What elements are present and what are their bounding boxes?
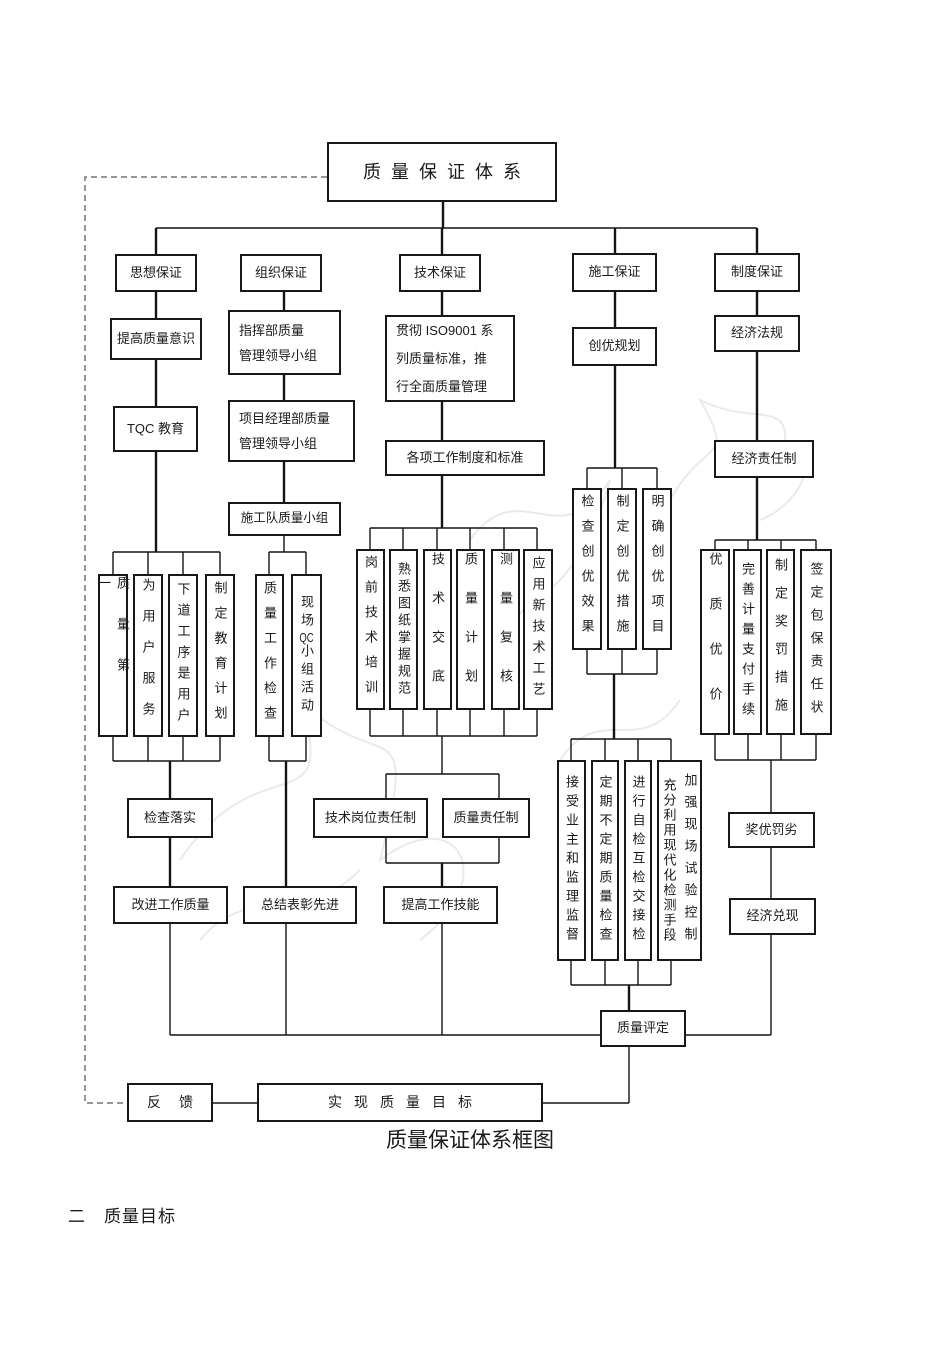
qc-activity-part1: 现场 [299,595,314,631]
node-economic-responsibility: 经济责任制 [714,440,814,478]
node-quality-responsibility: 质量责任制 [442,798,530,838]
node-quality-assessment: 质量评定 [600,1010,686,1047]
site-test-control-line1: 加强现场试验控制 [682,772,698,949]
node-tqc-education: TQC 教育 [113,406,198,452]
node-make-reward-penalty-measures: 制定奖罚措施 [766,549,795,735]
node-achieve-quality-goals: 实现质量目标 [257,1083,543,1122]
diagram-caption: 质量保证体系框图 [386,1129,554,1152]
node-technical-post-responsibility: 技术岗位责任制 [313,798,428,838]
node-improve-work-quality: 改进工作质量 [113,886,228,924]
node-premium-quality-premium-price: 优质优价 [700,549,730,735]
qc-activity-part2: QC [299,631,314,644]
node-quality-plan: 质量计划 [456,549,485,710]
node-reward-good-punish-bad: 奖优罚劣 [728,812,815,848]
node-site-test-control: 加强现场试验控制 充分利用现代化检测手段 [657,760,702,961]
node-hq-quality-leading-group: 指挥部质量 管理领导小组 [228,310,341,375]
node-organization-guarantee: 组织保证 [240,254,322,292]
node-pm-dept-quality-leading-group: 项目经理部质量 管理领导小组 [228,400,355,462]
node-sign-guarantee-responsibility: 签定包保责任状 [800,549,832,735]
node-improve-work-skills: 提高工作技能 [383,886,498,924]
node-self-mutual-handover-inspection: 进行自检互检交接检 [624,760,652,961]
node-economic-regulations: 经济法规 [714,315,800,352]
node-technical-disclosure: 技术交底 [423,549,452,710]
site-test-control-line2: 充分利用现代化检测手段 [661,778,677,943]
node-check-excellence-results: 检查创优效果 [572,488,602,650]
node-implement-iso9001: 贯彻 ISO9001 系 列质量标准，推 行全面质量管理 [385,315,515,402]
node-feedback: 反馈 [127,1083,213,1122]
section-heading: 二 质量目标 [68,1207,176,1226]
node-quality-first: 质量第一 [96,574,130,737]
node-quality-work-inspection: 质量工作检查 [255,574,284,737]
node-make-education-plan: 制定教育计划 [205,574,235,737]
node-system-guarantee: 制度保证 [714,253,800,292]
node-accept-owner-supervision: 接受业主和监理监督 [557,760,586,961]
node-excellence-planning: 创优规划 [572,327,657,366]
node-crew-quality-group: 施工队质量小组 [228,502,341,536]
qc-activity-part3: 小组活动 [299,644,314,716]
node-quality-assurance-system: 质量保证体系 [327,142,557,202]
node-summarize-commend-advanced: 总结表彰先进 [243,886,357,924]
node-apply-new-technology: 应用新技术工艺 [523,549,553,710]
node-serve-users: 为用户服务 [133,574,163,737]
node-periodic-quality-inspection: 定期不定期质量检查 [591,760,619,961]
node-economic-cashing: 经济兑现 [729,898,816,935]
node-ideology-guarantee: 思想保证 [115,254,197,292]
node-check-implementation: 检查落实 [127,798,213,838]
node-pre-job-training: 岗前技术培训 [356,549,385,710]
node-technology-guarantee: 技术保证 [399,254,481,292]
node-improve-measurement-payment: 完善计量支付手续 [733,549,762,735]
node-work-rules-and-standards: 各项工作制度和标准 [385,440,545,476]
node-make-excellence-measures: 制定创优措施 [607,488,637,650]
node-define-excellence-projects: 明确创优项目 [642,488,672,650]
node-know-drawings-specs: 熟悉图纸掌握规范 [389,549,418,710]
node-construction-guarantee: 施工保证 [572,253,657,292]
node-survey-recheck: 测量复核 [491,549,520,710]
node-next-process-is-user: 下道工序是用户 [168,574,198,737]
node-raise-quality-awareness: 提高质量意识 [110,318,202,360]
